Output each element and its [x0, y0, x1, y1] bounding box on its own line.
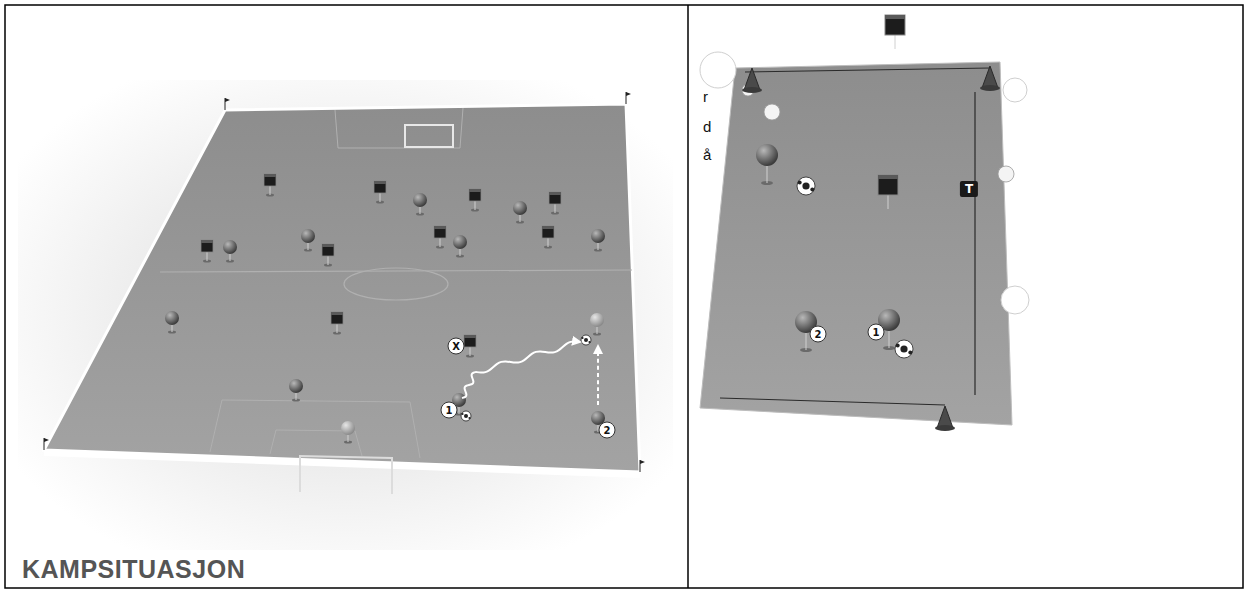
drill-field — [700, 8, 1029, 442]
text-fragment: r — [703, 88, 708, 105]
match-field — [18, 80, 673, 550]
trainer-marker: T — [960, 181, 978, 197]
callout-number: 2 — [599, 422, 616, 439]
players — [165, 174, 605, 444]
table-divider — [687, 5, 689, 588]
callout-number: X — [448, 338, 465, 355]
text-fragment: å — [703, 146, 711, 163]
callout-number: 1 — [441, 402, 458, 419]
heading: KAMPSITUASJON — [22, 555, 245, 584]
text-fragment: d — [703, 118, 711, 135]
callout-number: 1 — [868, 324, 885, 341]
table-border — [5, 5, 1243, 588]
callout-number: 2 — [810, 326, 827, 343]
